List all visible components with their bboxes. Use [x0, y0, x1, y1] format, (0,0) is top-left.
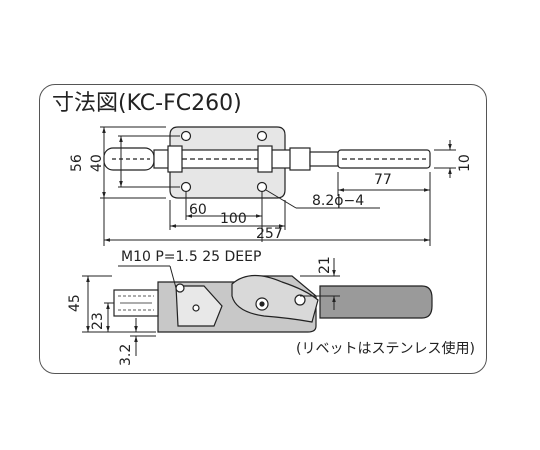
mount-hole: [256, 130, 268, 142]
pivot: [259, 301, 265, 307]
top-view-dimensions: [100, 126, 456, 246]
mount-hole: [180, 130, 192, 142]
handle-grip: [319, 285, 433, 319]
dim-45: 45: [67, 294, 83, 312]
pivot: [294, 294, 306, 306]
plunger-rod: [309, 151, 339, 167]
link-plate: [175, 285, 223, 327]
dim-23: 23: [90, 312, 106, 330]
dim-hole-spec: 8.2ϕ−4: [312, 193, 365, 209]
dim-10: 10: [457, 154, 473, 172]
dim-60: 60: [189, 202, 207, 218]
top-view: [103, 126, 431, 199]
dim-56: 56: [69, 154, 85, 172]
drawing-frame: [39, 84, 487, 374]
side-view-dimensions: [82, 258, 340, 356]
pivot: [175, 283, 185, 293]
drawing-title: 寸法図(KC-FC260): [52, 91, 242, 116]
mount-hole: [180, 181, 192, 193]
pivot: [192, 304, 200, 312]
dim-100: 100: [220, 211, 247, 227]
side-view: [113, 274, 433, 333]
thread-spec: M10 P=1.5 25 DEEP: [121, 249, 262, 265]
dim-77: 77: [374, 172, 392, 188]
rivet-note: (リベットはステンレス使用): [296, 341, 475, 357]
dim-21: 21: [317, 256, 333, 274]
dim-3-2: 3.2: [118, 343, 134, 366]
dim-40: 40: [89, 154, 105, 172]
mount-hole: [256, 181, 268, 193]
dim-257: 257: [256, 226, 283, 242]
lever-arm: [231, 274, 319, 323]
